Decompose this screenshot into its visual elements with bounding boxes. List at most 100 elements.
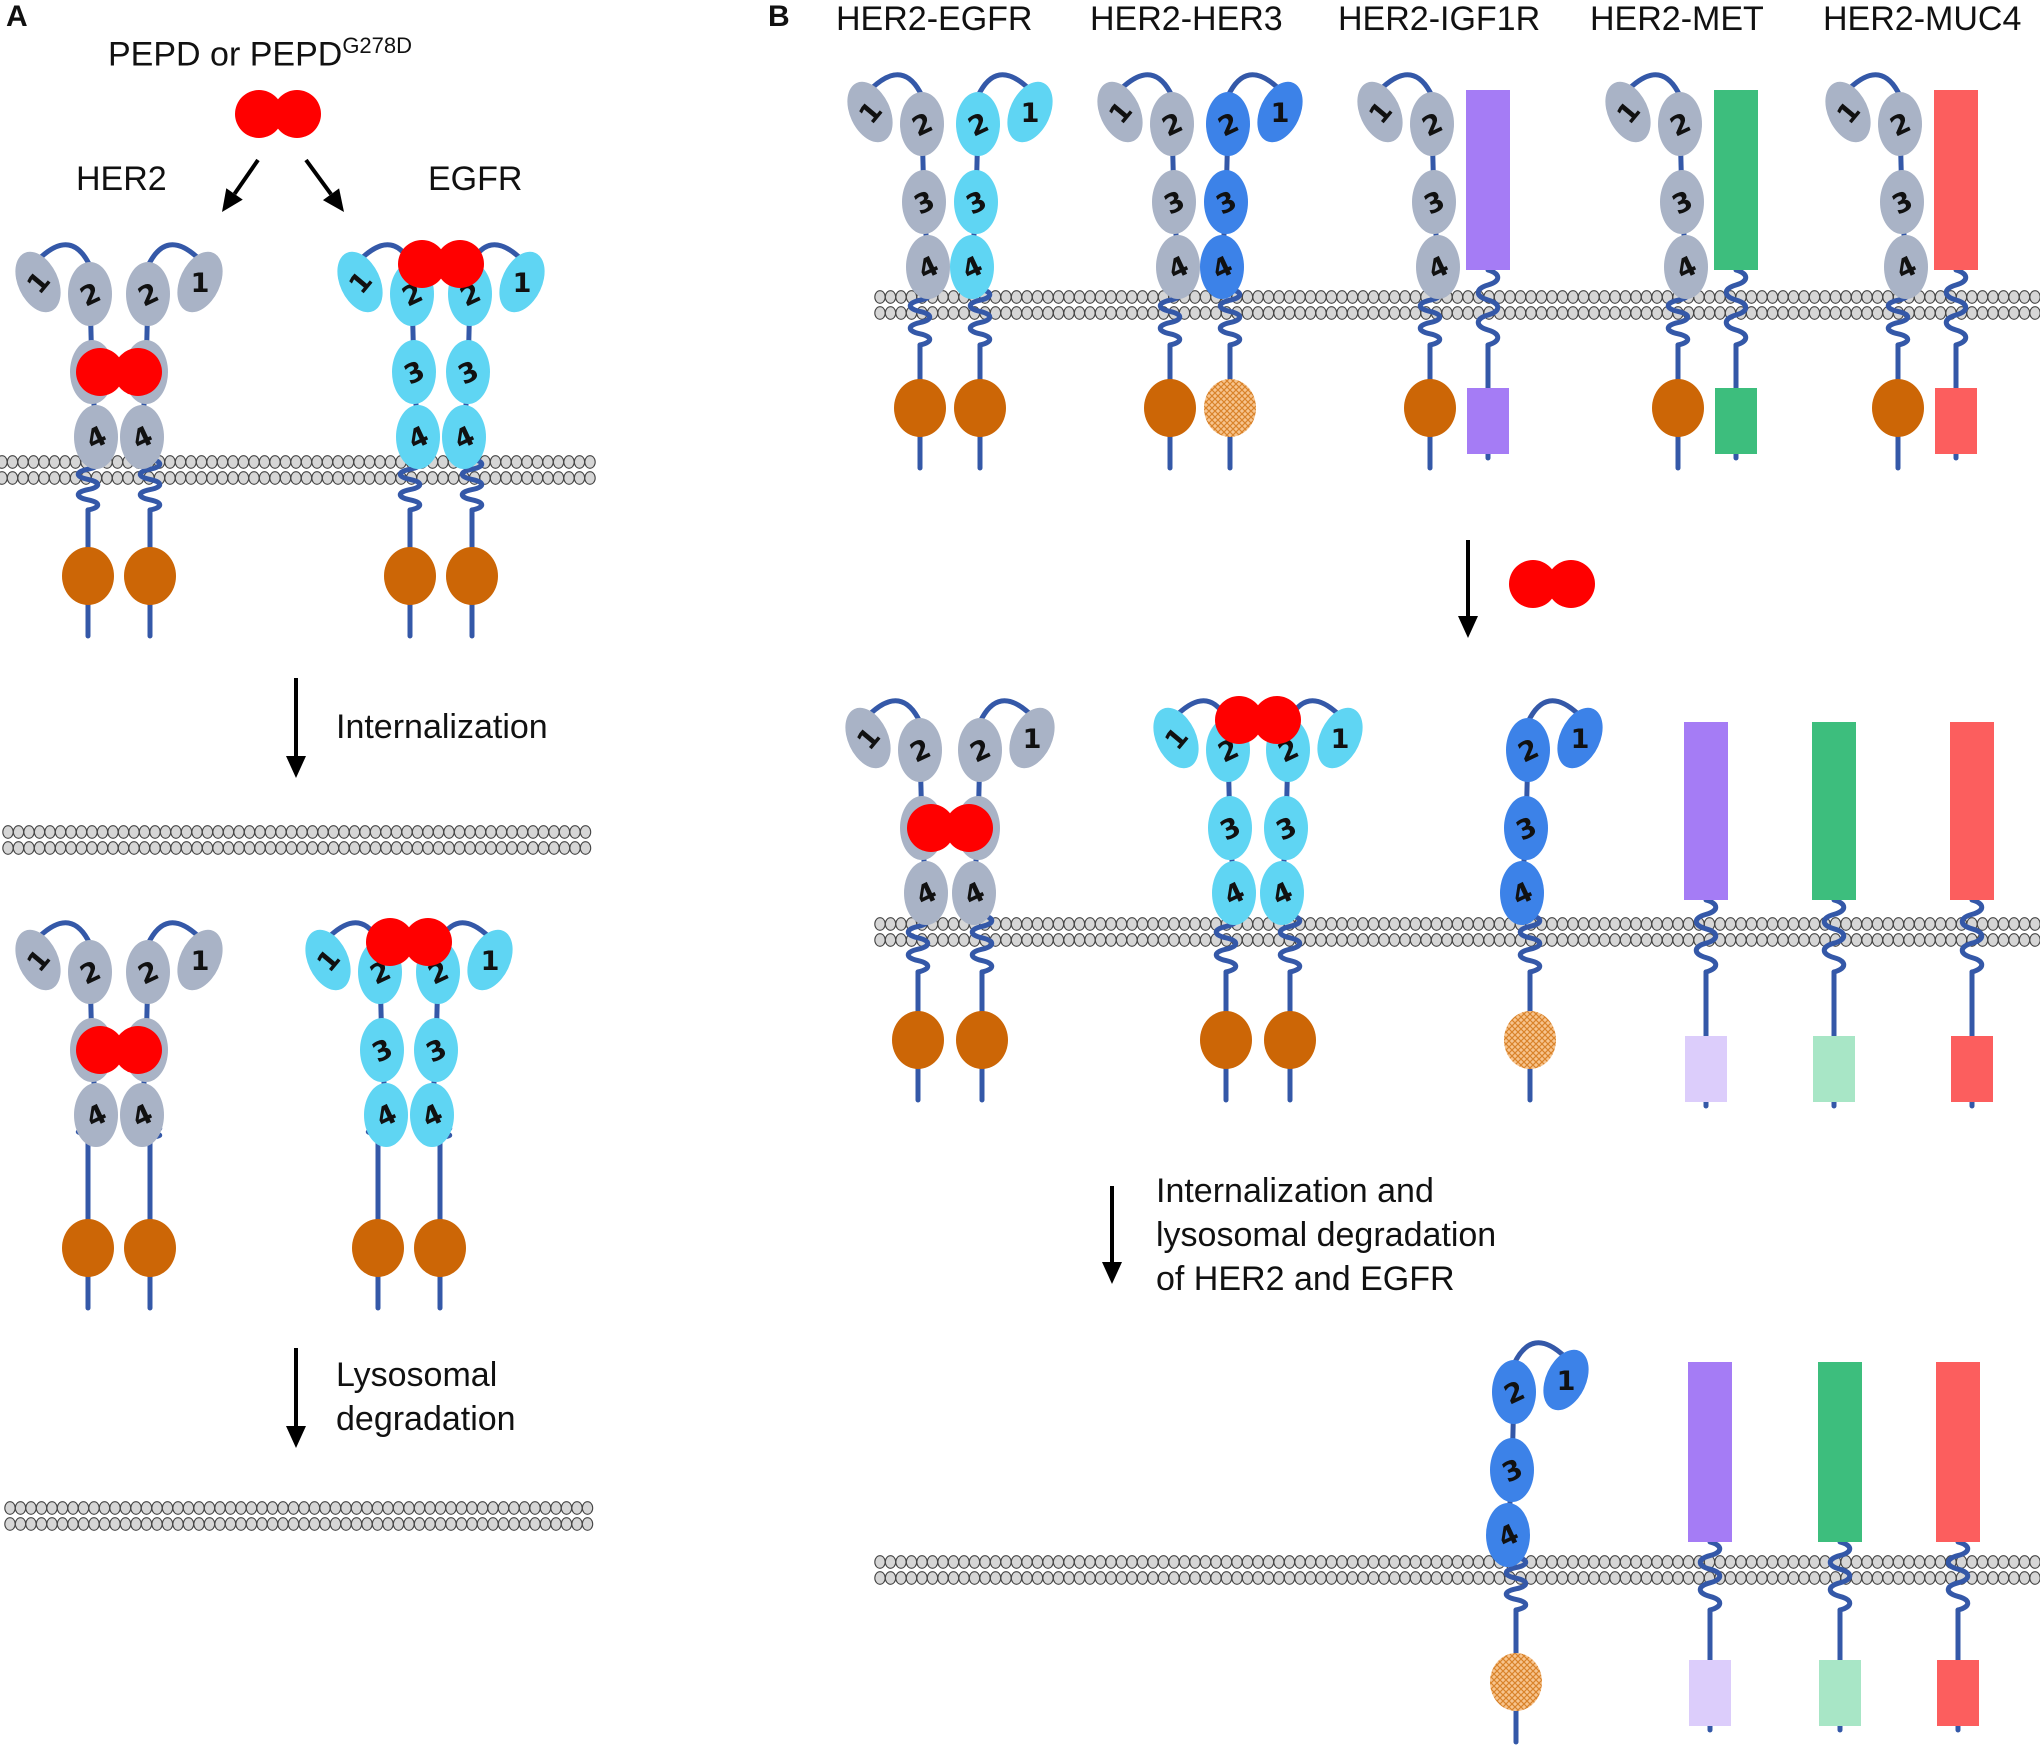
domain-1: 1 bbox=[845, 707, 891, 769]
lipid-head bbox=[1115, 306, 1128, 320]
intracellular-block bbox=[1467, 388, 1509, 454]
lipid-head bbox=[222, 825, 235, 839]
kinase-domain bbox=[446, 547, 498, 605]
lipid-head bbox=[1178, 1555, 1191, 1569]
lipid-head bbox=[1136, 917, 1149, 931]
domain-1: 1 bbox=[337, 251, 383, 313]
arrow-internalization bbox=[286, 678, 306, 778]
lipid-head bbox=[117, 841, 130, 855]
lipid-head bbox=[1199, 1571, 1212, 1585]
lipid-head bbox=[298, 1501, 310, 1515]
lipid-head bbox=[497, 1517, 510, 1531]
arrow-head bbox=[1458, 616, 1478, 638]
muc4-receptor bbox=[1936, 1362, 1980, 1726]
lipid-head bbox=[1987, 290, 1999, 304]
arrow-head bbox=[286, 1426, 306, 1448]
lipid-head bbox=[1987, 1555, 1999, 1569]
pepd-subunit bbox=[1509, 560, 1557, 608]
domain-ellipse bbox=[1357, 81, 1403, 143]
lipid-head bbox=[1304, 1555, 1317, 1569]
lipid-head bbox=[86, 841, 98, 855]
lipid-head bbox=[1378, 1555, 1390, 1569]
lipid-head bbox=[937, 306, 949, 320]
lipid-head bbox=[1073, 933, 1086, 947]
lipid-head bbox=[300, 455, 313, 469]
lipid-head bbox=[1703, 290, 1716, 304]
lipid-head bbox=[508, 1517, 520, 1531]
lipid-head bbox=[542, 471, 554, 485]
lipid-head bbox=[1976, 1571, 1989, 1585]
lipid-head bbox=[180, 841, 193, 855]
pepd-subunit bbox=[114, 1026, 162, 1074]
linker bbox=[1379, 72, 1435, 99]
lipid-head bbox=[527, 825, 539, 839]
lipid-head bbox=[1294, 306, 1306, 320]
domain-ellipse bbox=[904, 861, 948, 925]
lipid-head bbox=[500, 455, 512, 469]
domain-ellipse bbox=[1492, 1360, 1536, 1424]
extracellular-block bbox=[1812, 722, 1856, 900]
linker bbox=[1525, 698, 1581, 725]
lipid-head bbox=[329, 1501, 342, 1515]
lipid-head bbox=[1304, 306, 1317, 320]
lipid-head bbox=[119, 1501, 132, 1515]
lipid-head bbox=[1325, 1571, 1338, 1585]
lipid-head bbox=[1325, 306, 1338, 320]
lipid-head bbox=[361, 1517, 373, 1531]
lipid-head bbox=[1934, 933, 1947, 947]
lipid-head bbox=[185, 455, 197, 469]
lipid-head bbox=[584, 471, 596, 485]
lipid-head bbox=[464, 841, 476, 855]
lipid-head bbox=[185, 471, 197, 485]
intracellular-block bbox=[1937, 1660, 1979, 1726]
lipid-head bbox=[1409, 290, 1422, 304]
lipid-head bbox=[1651, 933, 1663, 947]
lipid-head bbox=[117, 825, 130, 839]
lipid-head bbox=[1745, 917, 1758, 931]
transmembrane-helix bbox=[1943, 267, 1969, 348]
lipid-head bbox=[1451, 917, 1464, 931]
lipid-head bbox=[1115, 1571, 1128, 1585]
lipid-head bbox=[111, 471, 124, 485]
lipid-head bbox=[1598, 290, 1611, 304]
transmembrane-helix bbox=[459, 456, 485, 513]
lipid-bilayer bbox=[2, 825, 592, 855]
lipid-head bbox=[1294, 1571, 1306, 1585]
lipid-head bbox=[1640, 1571, 1653, 1585]
lipid-head bbox=[521, 455, 533, 469]
domain-ellipse bbox=[392, 340, 436, 404]
lipid-head bbox=[216, 471, 229, 485]
lipid-head bbox=[1609, 1571, 1621, 1585]
step-b-line2: lysosomal degradation bbox=[1156, 1216, 1497, 1254]
lipid-head bbox=[426, 471, 439, 485]
lipid-head bbox=[1399, 1555, 1411, 1569]
domain-4: 4 bbox=[120, 405, 164, 469]
lipid-head bbox=[1756, 917, 1768, 931]
domain-2: 2 bbox=[1658, 92, 1702, 156]
lipid-head bbox=[23, 825, 35, 839]
lipid-head bbox=[1567, 1555, 1579, 1569]
lipid-head bbox=[56, 1501, 69, 1515]
domain-ellipse bbox=[120, 405, 164, 469]
lipid-head bbox=[1766, 290, 1779, 304]
domain-3: 3 bbox=[1264, 796, 1308, 860]
lipid-head bbox=[164, 455, 176, 469]
pair-label-her2-muc4: HER2-MUC4 bbox=[1823, 0, 2022, 38]
lipid-head bbox=[445, 1501, 457, 1515]
lipid-head bbox=[59, 455, 71, 469]
domain-number: 1 bbox=[481, 946, 500, 977]
arrow-head bbox=[222, 188, 243, 212]
lipid-head bbox=[1399, 1571, 1411, 1585]
lipid-head bbox=[1966, 306, 1978, 320]
lipid-head bbox=[237, 455, 250, 469]
domain-2: 2 bbox=[126, 262, 170, 326]
lipid-head bbox=[1168, 1571, 1180, 1585]
domain-number: 1 bbox=[191, 946, 210, 977]
lipid-head bbox=[1021, 1555, 1033, 1569]
domain-ellipse bbox=[847, 81, 893, 143]
lipid-head bbox=[1577, 290, 1590, 304]
lipid-head bbox=[968, 1571, 981, 1585]
lipid-head bbox=[529, 1501, 541, 1515]
lipid-head bbox=[285, 825, 298, 839]
extracellular-block bbox=[1688, 1362, 1732, 1542]
